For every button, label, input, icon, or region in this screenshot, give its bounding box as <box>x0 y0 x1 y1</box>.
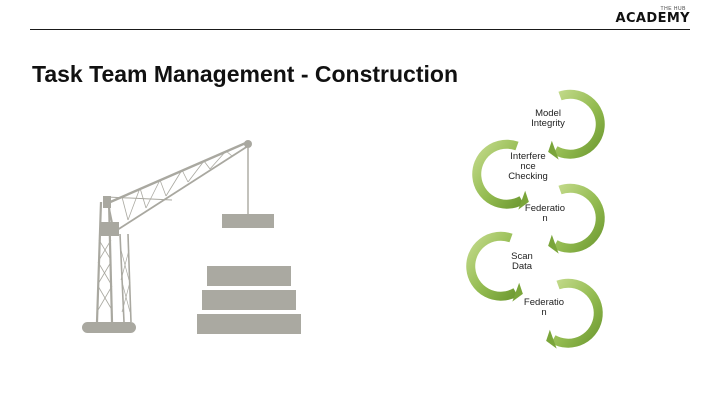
flow-arrow-head-4 <box>512 282 523 302</box>
block-bottom <box>197 314 301 334</box>
header-rule <box>30 29 690 30</box>
hanging-block <box>222 214 274 228</box>
flow-arrow-ring-5 <box>551 278 603 348</box>
flow-arrow-ring-2 <box>472 139 524 209</box>
stacked-blocks-icon <box>197 214 301 334</box>
page-title: Task Team Management - Construction <box>32 61 458 87</box>
flow-arrow-head-5 <box>546 329 557 349</box>
block-middle <box>202 290 296 310</box>
flow-arrow-ring-3 <box>553 183 605 253</box>
crane-icon <box>82 140 252 333</box>
flow-arrow-head-1 <box>548 140 559 160</box>
brand-small-text: THE HUB <box>660 6 686 12</box>
flow-arrow-head-3 <box>548 234 559 254</box>
flow-arrow-head-2 <box>518 190 529 210</box>
flow-arrow-ring-1 <box>553 89 605 159</box>
brand-name: ACADEMY <box>615 11 690 26</box>
brand-logo: THE HUB ACADEMY <box>610 6 690 28</box>
flow-arrow-ring-4 <box>466 231 518 301</box>
block-top <box>207 266 291 286</box>
